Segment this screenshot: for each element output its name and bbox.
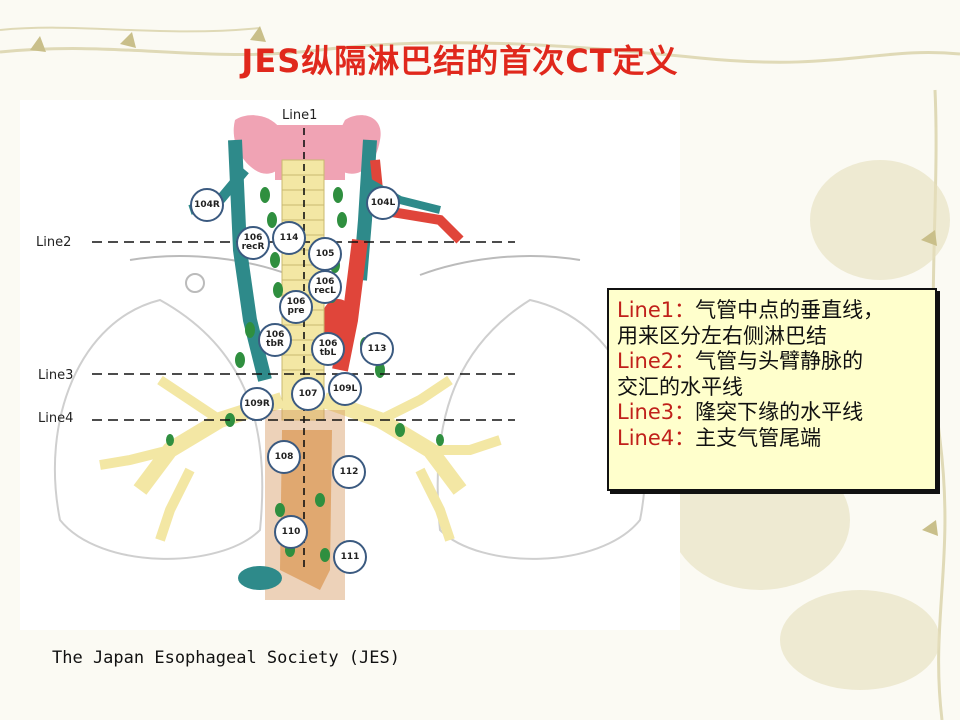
legend-key: Line4：	[617, 425, 696, 450]
station-104R: 104R	[190, 188, 224, 222]
line1-label: Line1	[282, 108, 318, 123]
legend-line: Line3：隆突下缘的水平线	[617, 400, 927, 426]
legend-text: 主支气管尾端	[695, 425, 822, 450]
station-109R: 109R	[240, 387, 274, 421]
legend-text: 气管与头臂静脉的	[695, 349, 864, 373]
station-109L: 109L	[328, 372, 362, 406]
station-111: 111	[333, 540, 367, 574]
legend-line: Line4：主支气管尾端	[617, 426, 927, 452]
station-110: 110	[274, 515, 308, 549]
legend-key: Line1：	[617, 298, 696, 322]
station-113: 113	[360, 332, 394, 366]
legend-text: 交汇的水平线	[617, 374, 743, 399]
legend-text: 用来区分左右侧淋巴结	[617, 323, 827, 348]
station-112: 112	[332, 455, 366, 489]
legend-line: 交汇的水平线	[617, 375, 927, 401]
legend-key: Line2：	[617, 349, 696, 373]
source-caption: The Japan Esophageal Society (JES)	[52, 648, 400, 668]
legend-key: Line3：	[617, 400, 696, 424]
legend-text: 气管中点的垂直线，	[695, 298, 885, 322]
station-105: 105	[308, 237, 342, 271]
line-definition-legend: Line1：气管中点的垂直线， 用来区分左右侧淋巴结 Line2：气管与头臂静脉…	[607, 288, 937, 491]
legend-text: 隆突下缘的水平线	[695, 400, 864, 424]
station-107: 107	[291, 377, 325, 411]
legend-line: Line1：气管中点的垂直线，	[617, 298, 927, 324]
line2-label: Line2	[36, 235, 72, 250]
station-108: 108	[267, 440, 301, 474]
legend-line: 用来区分左右侧淋巴结	[617, 324, 927, 350]
station-104L: 104L	[366, 186, 400, 220]
anatomy-illustration	[53, 115, 647, 600]
line3-label: Line3	[38, 368, 74, 383]
slide-title: JES纵隔淋巴结的首次CT定义	[241, 42, 679, 80]
station-114: 114	[272, 221, 306, 255]
legend-line: Line2：气管与头臂静脉的	[617, 349, 927, 375]
line4-label: Line4	[38, 411, 74, 426]
